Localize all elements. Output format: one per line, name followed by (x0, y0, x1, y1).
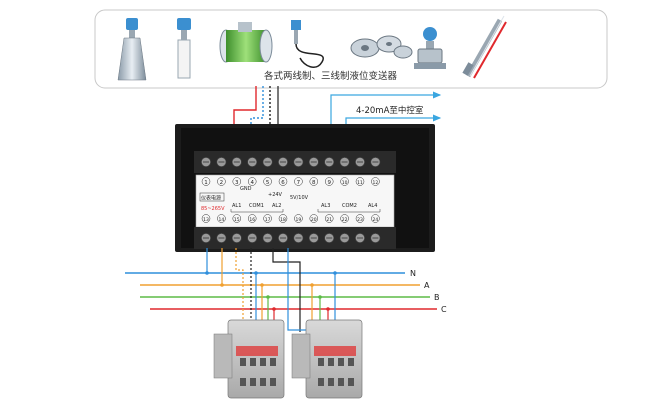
terminal-number-ring (324, 177, 334, 186)
terminal-number: 13 (203, 217, 209, 223)
relay-al3: AL3 (321, 203, 330, 209)
relay-com2: COM2 (342, 203, 357, 209)
terminal-number-ring (217, 214, 226, 223)
terminal-number: 22 (342, 217, 348, 223)
gnd-label: GND (240, 186, 252, 192)
terminal-number-ring (324, 214, 334, 223)
terminal-number-ring (294, 214, 303, 223)
electromagnetic-flowmeter-image (219, 22, 273, 63)
terminal-number-ring (263, 214, 272, 223)
relay-al1: AL1 (232, 203, 241, 209)
terminal-number: 9 (327, 180, 331, 186)
sensor-caption: 各式两线制、三线制液位变送器 (264, 70, 398, 82)
relay-wires (205, 248, 337, 332)
sensor-panel: 各式两线制、三线制液位变送器 (94, 9, 608, 89)
terminal-number: 8 (312, 180, 316, 186)
contactor-left (213, 319, 285, 399)
line-b-label: B (434, 293, 440, 302)
terminal-number-ring (309, 214, 319, 223)
terminal-number: 16 (249, 217, 255, 223)
terminal-number-ring (247, 214, 257, 223)
terminal-number: 14 (219, 217, 225, 223)
bottom-terminal-labels: 13 14 15 16 17 18 19 20 21 22 23 24 (201, 214, 380, 223)
terminal-number-ring (201, 214, 211, 223)
bottom-terminal-screws (201, 233, 381, 243)
terminal-number-ring (355, 214, 365, 223)
terminal-number: 20 (311, 217, 317, 223)
line-c-label: C (441, 305, 447, 314)
terminal-number: 5 (266, 180, 270, 186)
terminal-number: 24 (373, 217, 379, 223)
magnetic-level-gauge-image (462, 15, 507, 79)
terminal-number: 11 (357, 180, 363, 186)
plus24v-label: +24V (268, 192, 283, 198)
terminal-number-ring (309, 177, 319, 186)
relay-com1: COM1 (249, 203, 264, 209)
pressure-transmitter-image (291, 20, 324, 68)
terminal-number-ring (232, 177, 242, 186)
terminal-number-ring (278, 214, 288, 223)
terminal-number: 3 (235, 180, 239, 186)
terminal-number: 18 (280, 217, 286, 223)
terminal-number: 1 (204, 180, 208, 186)
terminal-number-ring (232, 214, 242, 223)
power-box-label: 仪表电源 (201, 195, 221, 202)
terminal-number-ring (371, 214, 380, 223)
terminal-number: 21 (326, 217, 332, 223)
terminal-number: 7 (297, 180, 301, 186)
line-n-label: N (410, 269, 416, 278)
relay-al2: AL2 (272, 203, 281, 209)
top-terminal-screws (201, 157, 381, 167)
terminal-number-ring (263, 177, 272, 186)
terminal-number: 19 (296, 217, 302, 223)
terminal-number: 2 (220, 180, 224, 186)
terminal-number: 10 (342, 180, 348, 186)
output-label: 4-20mA至中控室 (356, 105, 424, 116)
differential-pressure-transmitter-image (414, 27, 446, 69)
terminal-number-ring (247, 177, 257, 186)
v5-label: 5V/10V (290, 195, 309, 201)
terminal-number-ring (201, 177, 211, 186)
flange-plates-image (350, 35, 413, 59)
terminal-number-ring (217, 177, 226, 186)
terminal-number-ring (355, 177, 365, 186)
terminal-number: 12 (373, 180, 379, 186)
relay-al4: AL4 (368, 203, 377, 209)
terminal-number: 17 (265, 217, 271, 223)
power-range-label: 85~265V (201, 206, 225, 212)
contactor-right (291, 319, 363, 399)
terminal-number: 15 (234, 217, 240, 223)
terminal-number: 23 (357, 217, 363, 223)
terminal-number-ring (340, 214, 349, 223)
terminal-number-ring (278, 177, 288, 186)
power-lines: N A B C (125, 269, 447, 314)
ultrasonic-level-sensor-image (177, 18, 191, 79)
line-a-label: A (424, 281, 430, 290)
terminal-number-ring (371, 177, 380, 186)
terminal-number-ring (294, 177, 303, 186)
radar-level-sensor-image (117, 18, 147, 81)
terminal-number-ring (340, 177, 349, 186)
terminal-number: 4 (250, 180, 254, 186)
terminal-number: 6 (281, 180, 285, 186)
